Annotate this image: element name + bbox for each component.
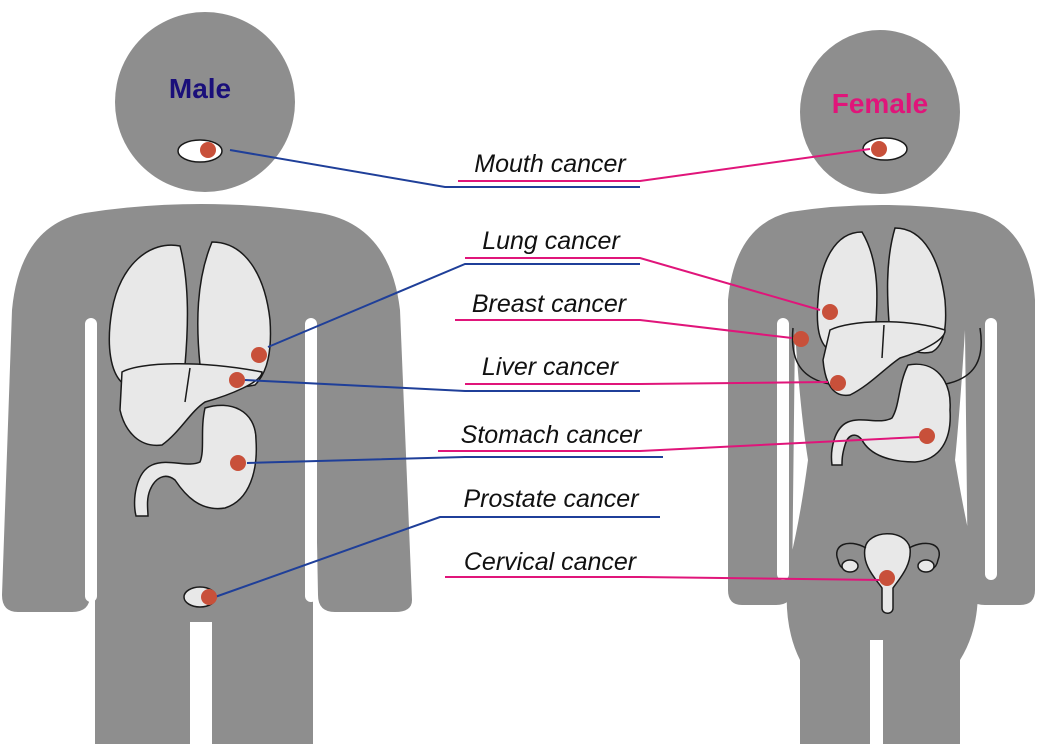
male-lung-spot xyxy=(251,347,267,363)
label-lung-cancer: Lung cancer xyxy=(482,227,621,255)
female-left-arm-gap xyxy=(777,318,789,580)
label-stomach-cancer: Stomach cancer xyxy=(461,421,643,449)
male-liver-spot xyxy=(229,372,245,388)
male-figure xyxy=(2,12,412,744)
male-right-arm-gap xyxy=(305,318,317,602)
female-figure xyxy=(728,30,1035,744)
female-liver-spot xyxy=(830,375,846,391)
label-breast-cancer: Breast cancer xyxy=(472,290,628,318)
female-mouth-spot xyxy=(871,141,887,157)
female-lung-spot xyxy=(822,304,838,320)
label-liver-cancer: Liver cancer xyxy=(482,353,620,381)
cancer-labels: Mouth cancer Lung cancer Breast cancer L… xyxy=(461,150,643,576)
female-stomach-spot xyxy=(919,428,935,444)
label-mouth-cancer: Mouth cancer xyxy=(474,150,627,178)
male-title: Male xyxy=(169,73,231,104)
female-breast-spot xyxy=(793,331,809,347)
label-cervical-cancer: Cervical cancer xyxy=(464,548,638,576)
male-prostate-spot xyxy=(201,589,217,605)
female-right-arm-gap xyxy=(985,318,997,580)
female-title: Female xyxy=(832,88,929,119)
female-cervical-spot xyxy=(879,570,895,586)
male-left-arm-gap xyxy=(85,318,97,602)
label-prostate-cancer: Prostate cancer xyxy=(463,485,640,513)
male-stomach-spot xyxy=(230,455,246,471)
male-mouth-spot xyxy=(200,142,216,158)
